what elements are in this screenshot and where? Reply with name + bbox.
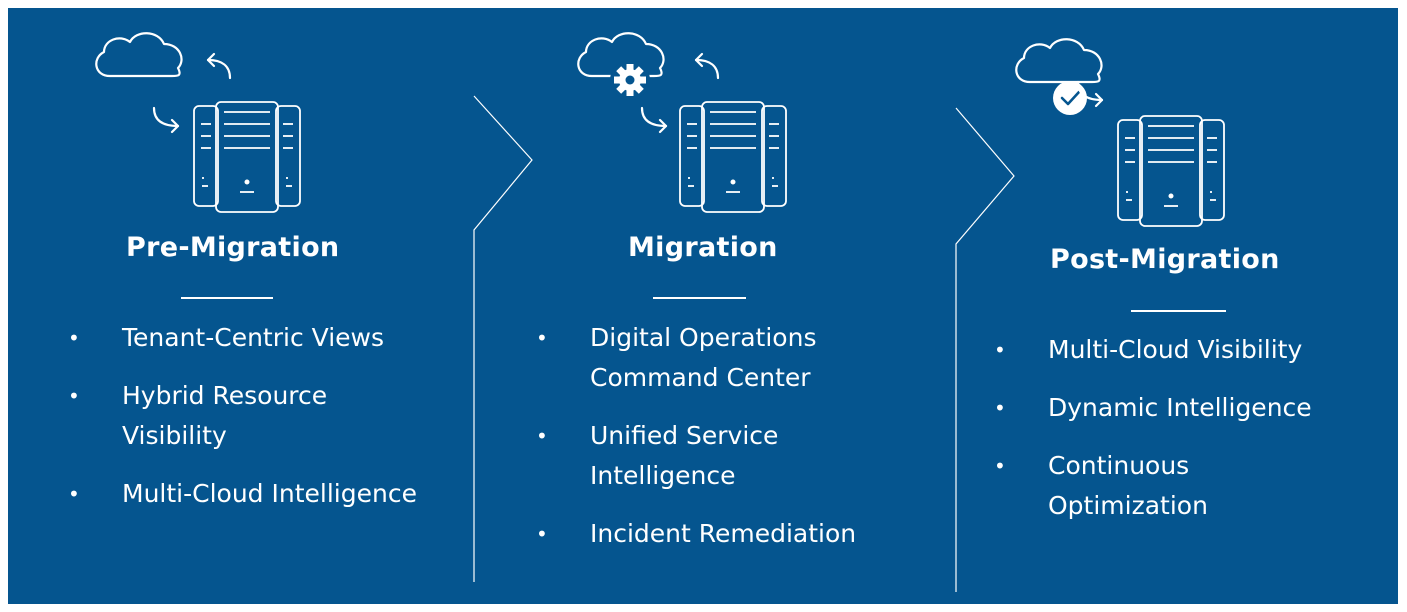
server-icon: [1117, 115, 1225, 227]
list-item: Tenant-Centric Views: [68, 318, 468, 358]
stage-feature-list: Multi-Cloud Visibility Dynamic Intellige…: [994, 330, 1394, 544]
return-arrow-icon: [1076, 80, 1104, 108]
title-underline: [1131, 310, 1226, 312]
chevron-divider: [473, 95, 533, 582]
list-item: Dynamic Intelligence: [994, 388, 1394, 428]
list-item: Continuous Optimization: [994, 446, 1248, 526]
server-icon: [193, 101, 301, 213]
stage-feature-list: Digital Operations Command Center Unifie…: [536, 318, 916, 572]
list-item: Incident Remediation: [536, 514, 916, 554]
cloud-gear-icon: [577, 32, 665, 100]
title-underline: [181, 297, 273, 299]
return-arrow-icon: [694, 52, 720, 80]
cloud-icon: [95, 32, 183, 78]
server-icon: [679, 101, 787, 213]
stage-title: Post-Migration: [1050, 244, 1280, 275]
return-arrow-icon: [152, 106, 180, 134]
cloud-check-icon: [1015, 38, 1103, 115]
return-arrow-icon: [206, 52, 232, 80]
list-item: Hybrid Resource Visibility: [68, 376, 362, 456]
list-item: Unified Service Intelligence: [536, 416, 810, 496]
title-underline: [653, 297, 746, 299]
list-item: Digital Operations Command Center: [536, 318, 850, 398]
stage-feature-list: Tenant-Centric Views Hybrid Resource Vis…: [68, 318, 468, 532]
migration-stages-panel: Pre-Migration Tenant-Centric Views Hybri…: [8, 8, 1398, 604]
stage-title: Pre-Migration: [126, 232, 340, 263]
list-item: Multi-Cloud Visibility: [994, 330, 1394, 370]
list-item: Multi-Cloud Intelligence: [68, 474, 468, 514]
stage-title: Migration: [628, 232, 778, 263]
return-arrow-icon: [640, 106, 668, 134]
